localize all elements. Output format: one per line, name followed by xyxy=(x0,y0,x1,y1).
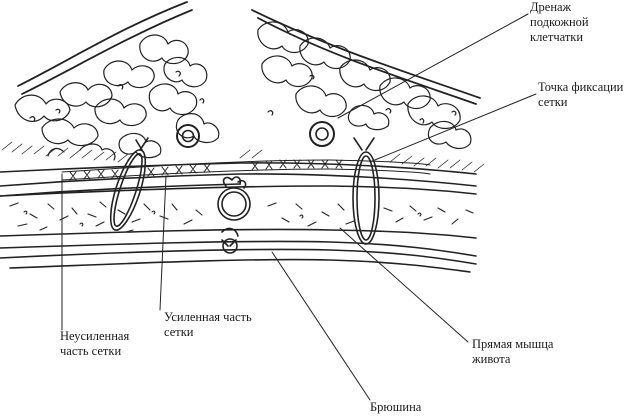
label-drainage: Дренаж подкожной клетчатки xyxy=(530,0,589,45)
label-rectus-line-2: живота xyxy=(472,352,511,366)
leader-drainage xyxy=(337,13,529,119)
label-unreinforced-mesh: Неусиленная часть сетки xyxy=(60,329,129,359)
label-drainage-line-3: клетчатки xyxy=(530,30,584,44)
suture-loop-right xyxy=(352,137,380,245)
leader-lines xyxy=(61,13,537,401)
label-unreinforced-line-1: Неусиленная xyxy=(60,329,130,343)
label-rectus-line-1: Прямая мышца xyxy=(472,337,554,351)
leader-peritoneum xyxy=(271,251,371,401)
rectus-muscle xyxy=(0,185,477,239)
label-reinforced-mesh: Усиленная часть сетки xyxy=(164,310,252,340)
label-drainage-line-1: Дренаж xyxy=(530,0,572,14)
suture-loop-left xyxy=(109,137,149,231)
subcutaneous-hatching xyxy=(1,141,485,173)
label-unreinforced-line-2: часть сетки xyxy=(60,344,122,358)
label-fixation-line-1: Точка фиксации xyxy=(538,80,624,94)
central-suture-knot xyxy=(217,176,251,254)
skin-right xyxy=(251,9,481,105)
label-peritoneum-line-1: Брюшина xyxy=(370,400,422,414)
label-peritoneum: Брюшина xyxy=(370,400,421,415)
peritoneum-layers xyxy=(0,240,477,273)
leader-rectus xyxy=(339,227,469,343)
label-fixation-line-2: сетки xyxy=(538,95,568,109)
label-reinforced-line-1: Усиленная часть xyxy=(164,310,252,324)
label-drainage-line-2: подкожной xyxy=(530,15,589,29)
leader-fixation xyxy=(369,93,537,163)
mesh-reinforced-part xyxy=(61,159,431,181)
label-reinforced-line-2: сетки xyxy=(164,325,194,339)
leader-reinforced xyxy=(159,175,167,311)
skin-left xyxy=(17,1,193,95)
drain-left xyxy=(176,124,200,148)
label-fixation-point: Точка фиксации сетки xyxy=(538,80,623,110)
subcutaneous-fat-right xyxy=(257,21,472,150)
drain-right xyxy=(309,121,335,147)
label-rectus-muscle: Прямая мышца живота xyxy=(472,337,553,367)
